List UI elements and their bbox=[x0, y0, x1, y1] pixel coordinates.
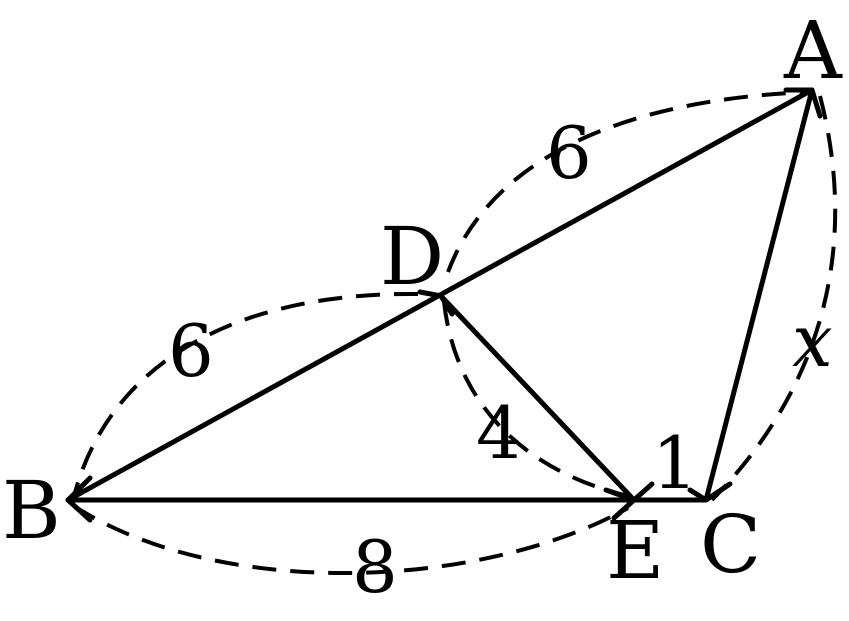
tick-b bbox=[65, 475, 93, 523]
point-label-c: C bbox=[700, 498, 761, 591]
point-label-d: D bbox=[380, 210, 444, 303]
length-label-ec: 1 bbox=[652, 421, 698, 505]
tick-d bbox=[417, 289, 455, 317]
tick-a bbox=[783, 87, 823, 119]
arc-db bbox=[72, 291, 419, 497]
segment-de bbox=[438, 293, 637, 503]
point-label-b: B bbox=[2, 464, 61, 557]
arc-ac bbox=[710, 95, 838, 502]
tick-e-right bbox=[631, 481, 655, 503]
length-label-ad: 6 bbox=[546, 111, 592, 195]
length-label-ac: x bbox=[792, 299, 833, 383]
point-label-e: E bbox=[606, 504, 664, 597]
arc-ad bbox=[446, 90, 809, 273]
length-label-db: 6 bbox=[168, 309, 214, 393]
tick-c bbox=[687, 481, 733, 503]
point-label-a: A bbox=[783, 4, 843, 97]
length-label-be: 8 bbox=[352, 525, 398, 609]
segment-ca bbox=[703, 87, 815, 503]
arc-de bbox=[442, 301, 629, 498]
length-label-de: 4 bbox=[476, 391, 522, 475]
arc-be bbox=[72, 504, 629, 576]
